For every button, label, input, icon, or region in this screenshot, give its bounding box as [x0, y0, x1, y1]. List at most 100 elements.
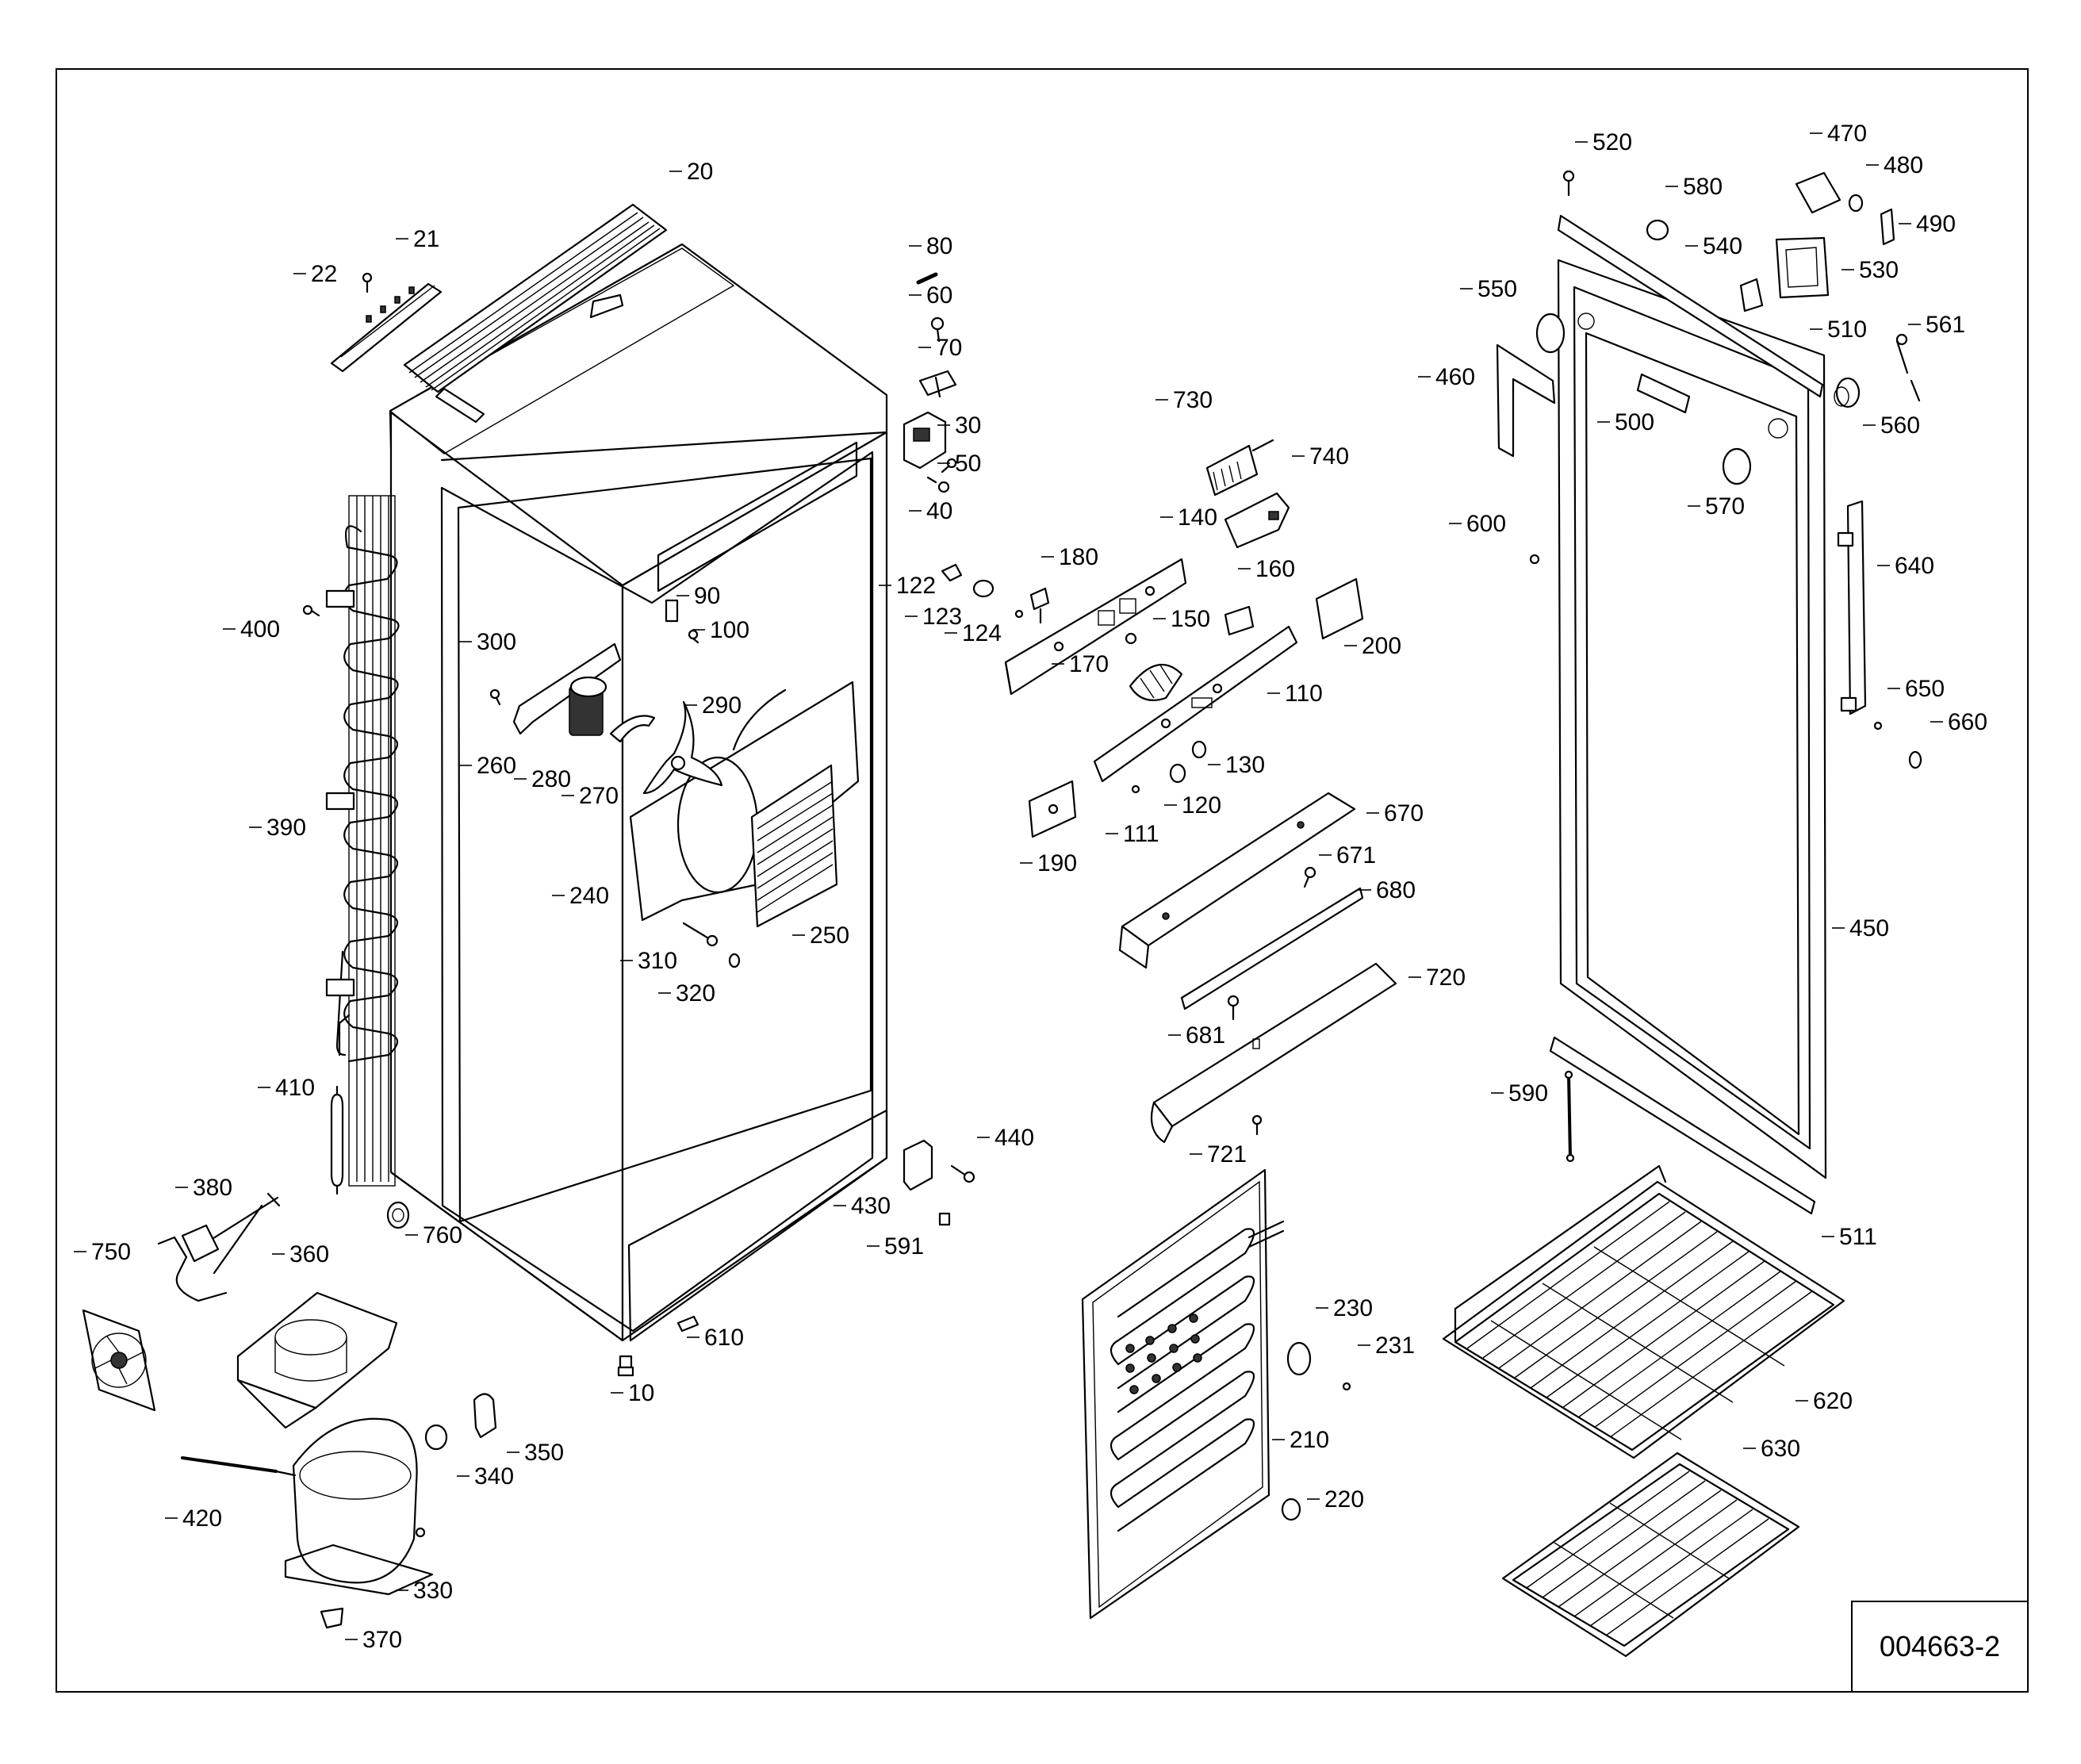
- part-label-650: 650: [1905, 676, 1945, 702]
- part-380-power-cord: [157, 1192, 281, 1302]
- part-label-210: 210: [1290, 1427, 1329, 1453]
- part-80-pin: [916, 272, 938, 285]
- part-label-layer: 1020212230405060708090100110111120122123…: [74, 121, 1987, 1653]
- part-label-240: 240: [569, 883, 609, 909]
- part-label-460: 460: [1435, 364, 1475, 390]
- part-label-270: 270: [579, 783, 619, 809]
- part-label-380: 380: [193, 1175, 232, 1201]
- part-label-100: 100: [710, 617, 749, 643]
- part-120-grommet: [1169, 763, 1186, 784]
- part-label-22: 22: [311, 261, 337, 287]
- part-label-640: 640: [1895, 553, 1934, 579]
- part-160-lamp-holder: [1224, 605, 1255, 636]
- part-label-470: 470: [1827, 121, 1867, 147]
- part-label-200: 200: [1362, 633, 1401, 659]
- part-40-screw: [926, 476, 950, 493]
- part-label-130: 130: [1225, 752, 1265, 778]
- part-label-620: 620: [1813, 1388, 1853, 1414]
- part-230-disc: [1286, 1341, 1312, 1376]
- part-label-510: 510: [1827, 316, 1867, 343]
- part-600-screw: [1529, 554, 1540, 565]
- part-label-560: 560: [1880, 412, 1920, 439]
- part-label-180: 180: [1059, 544, 1098, 570]
- part-550-cap: [1535, 313, 1566, 354]
- part-label-570: 570: [1705, 493, 1745, 520]
- part-label-680: 680: [1376, 877, 1416, 903]
- part-label-430: 430: [851, 1193, 891, 1219]
- part-label-511: 511: [1839, 1224, 1877, 1250]
- part-140-control-panel: [1004, 558, 1187, 696]
- part-231-screw: [1342, 1382, 1351, 1391]
- part-210-evaporator: [1081, 1168, 1285, 1620]
- part-350-relay: [473, 1393, 497, 1439]
- part-22-screw: [362, 272, 373, 293]
- part-label-140: 140: [1178, 504, 1217, 531]
- part-430-lower-hinge: [903, 1139, 933, 1191]
- part-label-330: 330: [413, 1578, 453, 1604]
- part-561-key: [1895, 333, 1921, 402]
- part-70-hinge-plate: [918, 370, 957, 398]
- part-label-600: 600: [1466, 511, 1506, 537]
- part-530-plate: [1775, 236, 1830, 299]
- part-label-170: 170: [1069, 651, 1109, 677]
- part-370-foot: [320, 1607, 344, 1629]
- part-750-fan: [82, 1309, 156, 1412]
- part-label-630: 630: [1761, 1436, 1800, 1462]
- part-460-gasket-strip: [1496, 343, 1556, 458]
- part-440-screw: [950, 1164, 975, 1183]
- part-590-rod: [1564, 1070, 1575, 1163]
- part-label-390: 390: [266, 815, 306, 841]
- part-label-720: 720: [1426, 964, 1466, 991]
- part-681-screw: [1227, 995, 1240, 1021]
- part-20-top-grille: [403, 203, 668, 424]
- part-label-122: 122: [896, 573, 936, 599]
- part-label-610: 610: [704, 1325, 744, 1351]
- part-21-bracket: [330, 282, 443, 373]
- part-480-nut: [1848, 194, 1864, 213]
- part-610-catch: [676, 1315, 699, 1333]
- part-label-124: 124: [962, 620, 1002, 646]
- part-label-670: 670: [1384, 800, 1424, 826]
- part-300-screw: [489, 688, 501, 706]
- part-label-10: 10: [628, 1380, 654, 1406]
- part-label-40: 40: [926, 498, 952, 524]
- part-label-123: 123: [922, 604, 962, 630]
- part-90-clip: [665, 599, 679, 623]
- part-540-plate: [1739, 278, 1764, 313]
- part-130-grommet: [1191, 740, 1207, 759]
- part-label-550: 550: [1477, 276, 1517, 302]
- part-200-cover: [1315, 577, 1364, 640]
- part-50-screw: [941, 458, 957, 474]
- part-123-knob: [972, 579, 995, 598]
- part-450-door: [1557, 259, 1827, 1179]
- drawing-number-box: 004663-2: [1851, 1601, 2029, 1693]
- part-label-90: 90: [694, 583, 720, 609]
- part-290-fan-blade: [642, 700, 723, 795]
- part-520-screw: [1562, 170, 1575, 197]
- part-511-strip: [1549, 1036, 1816, 1215]
- part-label-120: 120: [1182, 792, 1221, 819]
- part-100-screw: [688, 629, 699, 644]
- part-label-530: 530: [1859, 257, 1899, 283]
- part-560-lock-cylinder: [1834, 377, 1861, 408]
- part-label-561: 561: [1926, 312, 1965, 338]
- part-label-721: 721: [1207, 1141, 1247, 1168]
- part-470-lock: [1795, 171, 1841, 214]
- part-490-clip: [1880, 208, 1895, 246]
- part-670-tray: [1118, 792, 1356, 969]
- part-label-30: 30: [955, 412, 981, 439]
- part-label-540: 540: [1703, 233, 1742, 259]
- part-label-50: 50: [955, 451, 981, 477]
- part-label-400: 400: [240, 616, 280, 642]
- part-label-160: 160: [1255, 556, 1295, 582]
- part-label-220: 220: [1324, 1486, 1364, 1513]
- part-180-switch: [1029, 587, 1050, 624]
- part-740-bracket: [1224, 492, 1290, 549]
- part-label-500: 500: [1615, 409, 1654, 435]
- part-190-plate: [1028, 780, 1077, 838]
- part-110-rail: [1093, 625, 1298, 783]
- part-730-thermostat: [1205, 439, 1274, 497]
- part-340-grommet: [424, 1424, 448, 1451]
- part-label-300: 300: [477, 629, 516, 655]
